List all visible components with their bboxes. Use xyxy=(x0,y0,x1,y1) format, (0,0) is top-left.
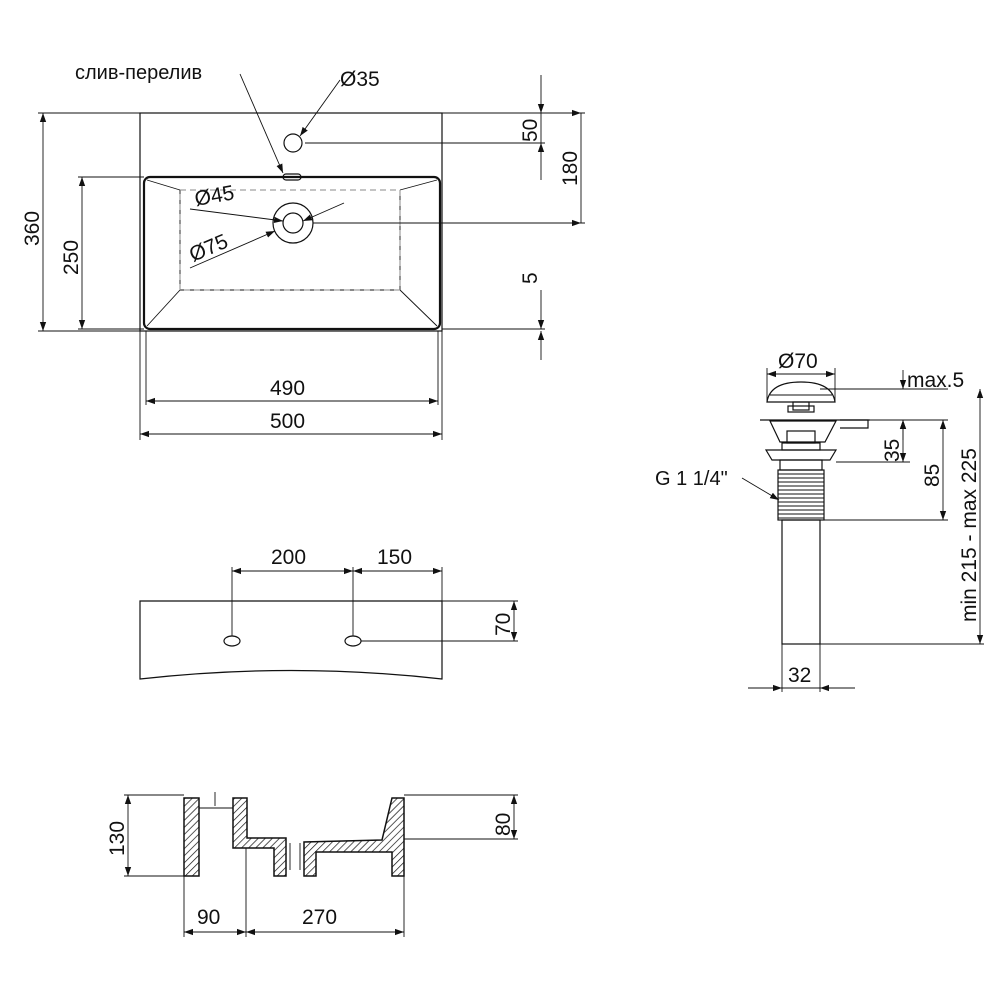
drain-length-range: min 215 - max 225 xyxy=(958,448,981,622)
drain-thread-height: 85 xyxy=(921,464,944,487)
thread-lines xyxy=(778,473,824,519)
mounting-hole-left xyxy=(223,635,241,647)
overflow-slot xyxy=(282,173,302,181)
dim-section-left: 90 xyxy=(197,906,220,929)
drain-cap xyxy=(766,381,836,403)
mounting-hole-right xyxy=(344,635,362,647)
dim-drain-offset: 180 xyxy=(559,151,582,186)
drain-pipe xyxy=(781,519,821,645)
dim-total-depth: 360 xyxy=(21,211,44,246)
top-view: слив-перелив Ø35 Ø45 Ø75 50 180 5 360 25… xyxy=(21,62,585,440)
dim-hole-spacing: 200 xyxy=(271,546,306,569)
dim-overflow-offset: 50 xyxy=(519,119,542,142)
drain-flange-height: 35 xyxy=(881,439,904,462)
front-outline xyxy=(139,600,443,680)
section-bowl-wall xyxy=(303,797,405,877)
section-left-wall xyxy=(183,797,200,877)
thread-label: G 1 1/4" xyxy=(655,468,728,490)
drain-outer-diameter: Ø75 xyxy=(186,230,232,267)
dim-section-right: 270 xyxy=(302,906,337,929)
dim-total-width: 500 xyxy=(270,410,305,433)
dim-section-inner-height: 80 xyxy=(492,813,515,836)
drain-inner-diameter: Ø45 xyxy=(193,181,236,211)
bowl-dashed-outline xyxy=(179,189,401,291)
dim-section-height: 130 xyxy=(106,821,129,856)
dim-bowl-width: 490 xyxy=(270,377,305,400)
drain-flange xyxy=(769,420,837,443)
drain-cap-diameter: Ø70 xyxy=(778,350,818,373)
overflow-hole-diameter: Ø35 xyxy=(340,68,380,91)
drain-inner-circle xyxy=(282,212,304,234)
drain-pipe-diameter: 32 xyxy=(788,664,811,687)
drain-view: Ø70 max.5 35 85 min 215 - max 225 32 G 1… xyxy=(655,350,984,692)
drain-thread xyxy=(777,469,825,521)
section-overflow-channel xyxy=(232,797,287,877)
dim-bowl-depth: 250 xyxy=(60,240,83,275)
basin-outline xyxy=(139,112,443,332)
section-view: 130 80 90 270 xyxy=(106,792,518,937)
dim-rim: 5 xyxy=(519,272,542,284)
bowl-outline xyxy=(142,175,442,331)
front-view: 200 150 70 xyxy=(139,546,518,680)
dim-hole-height: 70 xyxy=(492,613,515,636)
overflow-hole xyxy=(283,133,303,153)
drain-outer-circle xyxy=(272,202,314,244)
dim-hole-edge: 150 xyxy=(377,546,412,569)
drain-cap-gap: max.5 xyxy=(907,369,964,392)
overflow-label: слив-перелив xyxy=(75,62,202,84)
